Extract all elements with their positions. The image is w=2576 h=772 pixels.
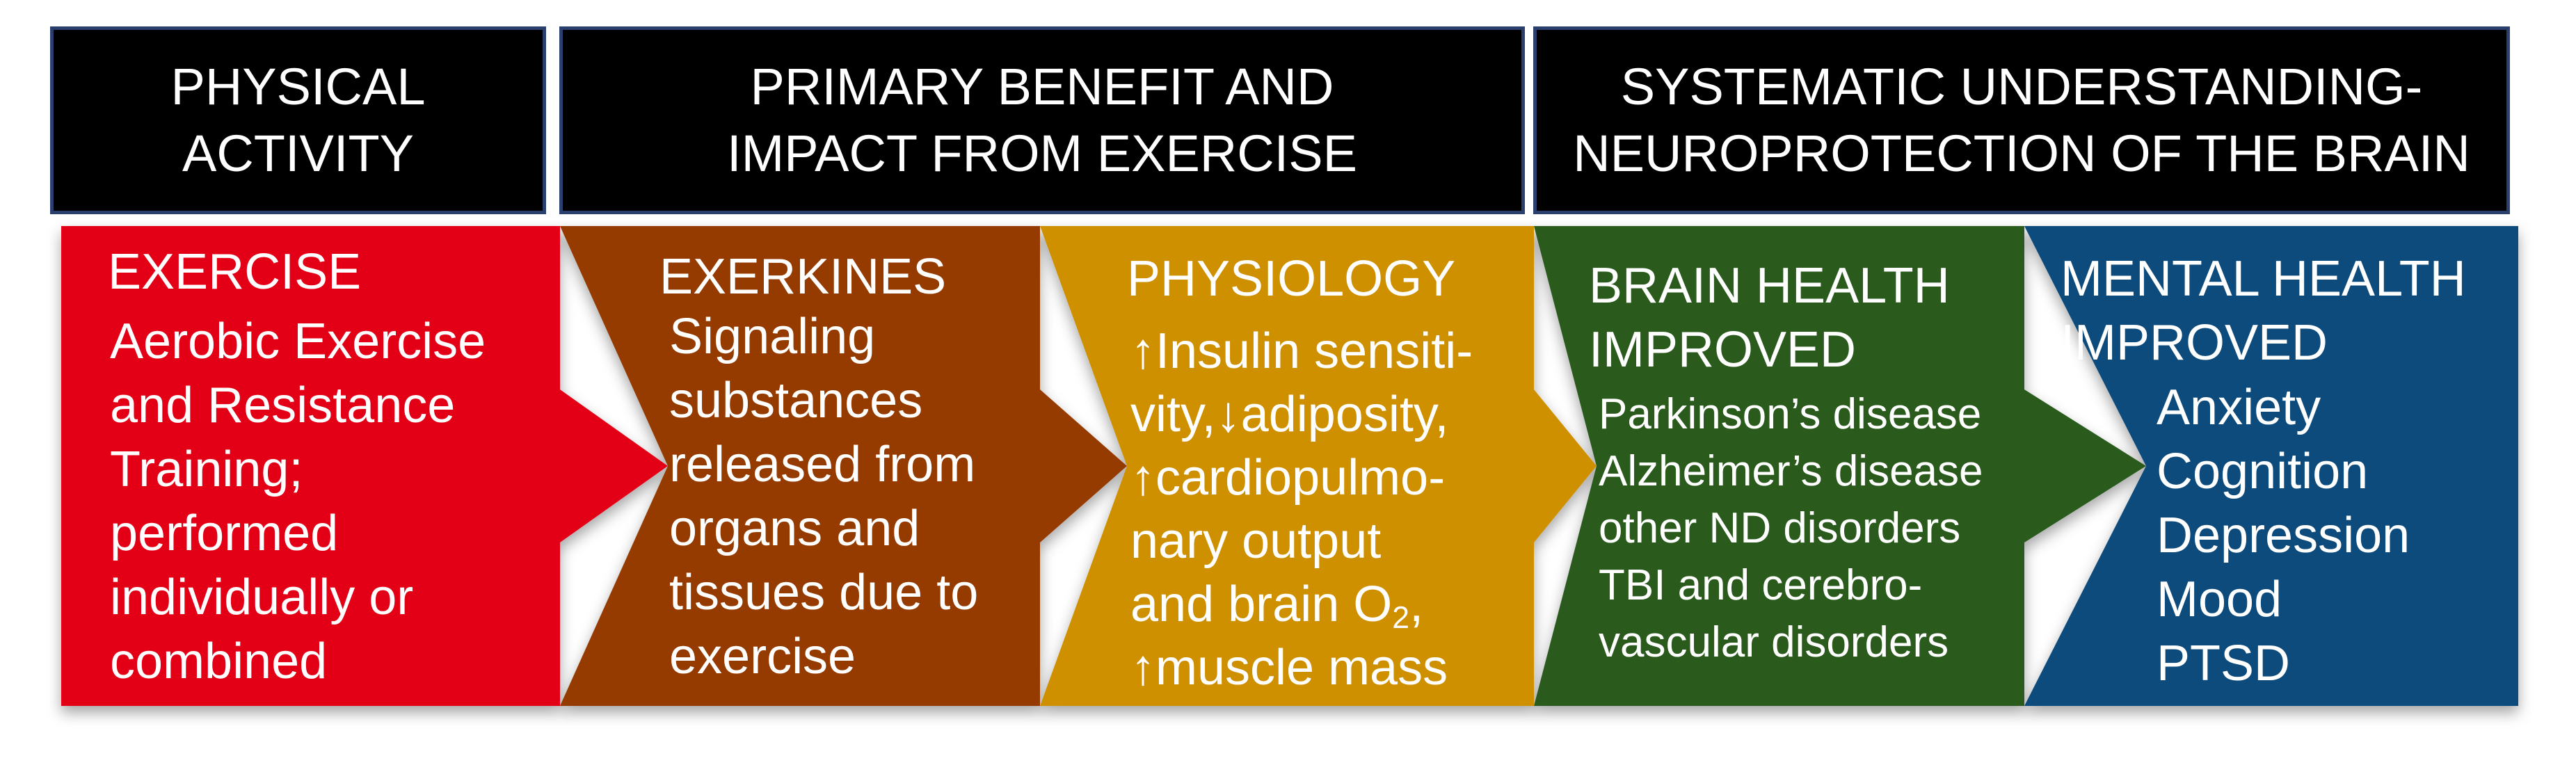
header-line: PRIMARY BENEFIT AND <box>750 58 1334 115</box>
header-primary-benefit: PRIMARY BENEFIT AND IMPACT FROM EXERCISE <box>559 26 1525 214</box>
panel-line: substances <box>669 373 923 428</box>
title-line: IMPROVED <box>2061 315 2328 371</box>
exerkines-title: EXERKINES <box>659 249 947 305</box>
exerkines-panel <box>560 226 1127 706</box>
o2-subscript: 2 <box>1392 600 1410 635</box>
header-line: PHYSICAL <box>170 58 426 115</box>
list-item: Anxiety <box>2157 380 2321 435</box>
exercise-panel <box>61 226 668 706</box>
panel-line: combined <box>110 634 328 689</box>
title-line: MENTAL HEALTH <box>2061 251 2466 307</box>
physiology-panel <box>1040 226 1597 706</box>
exerkines-description: Signaling substances released from organ… <box>669 305 978 689</box>
brain-health-panel <box>1534 226 2146 706</box>
exercise-description: Aerobic Exercise and Resistance Training… <box>110 309 486 693</box>
o2-prefix: and brain O <box>1130 577 1393 632</box>
list-item: Depression <box>2157 508 2410 563</box>
list-item: PTSD <box>2157 636 2291 691</box>
panel-line: tissues due to <box>669 565 979 620</box>
o2-suffix: , <box>1409 577 1424 632</box>
list-item: Parkinson’s disease <box>1599 390 1982 438</box>
panel-line: vity,↓adiposity, <box>1130 387 1449 442</box>
brain-health-list: Parkinson’s disease Alzheimer’s disease … <box>1599 386 1983 671</box>
mental-health-panel <box>2024 226 2518 706</box>
panel-line: Aerobic Exercise <box>110 314 486 369</box>
list-item: TBI and cerebro- <box>1599 561 1923 609</box>
list-item: vascular disorders <box>1599 618 1949 666</box>
panel-line: performed <box>110 506 339 561</box>
panel-line: ↑muscle mass <box>1130 640 1448 695</box>
panel-line: released from <box>669 437 976 492</box>
list-item: Mood <box>2157 572 2282 627</box>
mental-health-title: MENTAL HEALTH IMPROVED <box>2061 247 2466 375</box>
header-line: SYSTEMATIC UNDERSTANDING- <box>1620 58 2423 115</box>
exercise-title: EXERCISE <box>108 244 362 300</box>
title-line: BRAIN HEALTH <box>1589 258 1950 314</box>
panel-line: nary output <box>1130 513 1382 569</box>
list-item: Alzheimer’s disease <box>1599 447 1983 495</box>
panel-line: exercise <box>669 629 856 684</box>
panel-line: and Resistance <box>110 378 456 433</box>
header-line: ACTIVITY <box>182 124 415 182</box>
list-item: Cognition <box>2157 444 2369 499</box>
panel-line-brain-o2: and brain O2, <box>1130 573 1473 636</box>
panel-line: ↑cardiopulmo- <box>1130 450 1446 506</box>
physiology-description: ↑Insulin sensiti- vity,↓adiposity, ↑card… <box>1130 320 1473 700</box>
title-line: IMPROVED <box>1589 322 1857 378</box>
header-systematic-understanding: SYSTEMATIC UNDERSTANDING- NEUROPROTECTIO… <box>1533 26 2510 214</box>
header-physical-activity: PHYSICAL ACTIVITY <box>50 26 546 214</box>
header-line: IMPACT FROM EXERCISE <box>727 124 1357 182</box>
mental-health-list: Anxiety Cognition Depression Mood PTSD <box>2157 376 2410 695</box>
header-line: NEUROPROTECTION OF THE BRAIN <box>1573 124 2470 182</box>
physiology-title: PHYSIOLOGY <box>1127 251 1456 307</box>
panel-line: individually or <box>110 570 414 625</box>
brain-health-title: BRAIN HEALTH IMPROVED <box>1589 254 1950 382</box>
panel-line: organs and <box>669 501 920 556</box>
panel-line: Signaling <box>669 309 876 364</box>
panel-line: Training; <box>110 442 303 497</box>
panel-line: ↑Insulin sensiti- <box>1130 323 1473 379</box>
list-item: other ND disorders <box>1599 504 1961 552</box>
